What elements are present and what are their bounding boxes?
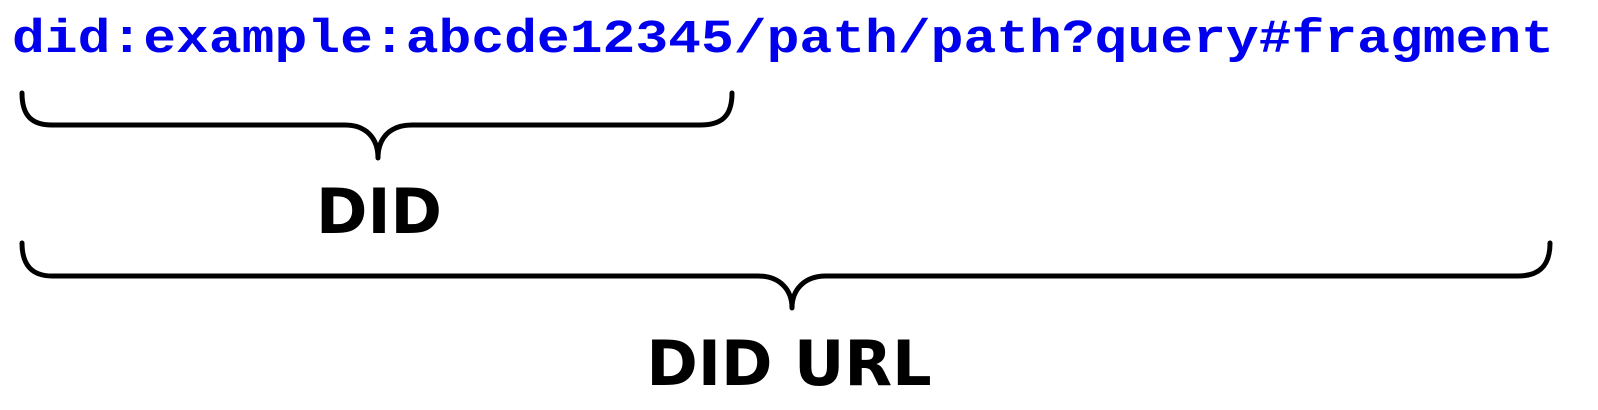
did-brace xyxy=(19,90,735,161)
did-url-example-text: did:example:abcde12345/path/path?query#f… xyxy=(12,14,1554,67)
did-url-brace xyxy=(19,240,1553,311)
did-label: DID xyxy=(316,175,442,248)
did-url-label: DID URL xyxy=(646,327,931,400)
